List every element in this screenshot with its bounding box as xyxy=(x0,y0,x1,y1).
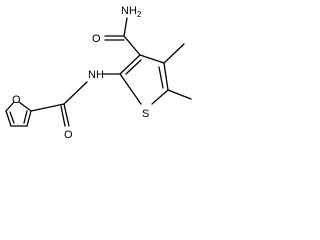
bond-carbonyl-oxygen xyxy=(63,103,70,127)
amide-oxygen-label: O xyxy=(64,129,73,141)
furan-bond-o-c2 xyxy=(18,101,32,112)
sulfur-label: S xyxy=(142,108,149,120)
thiophene-bond-c2-c3-inner xyxy=(125,59,142,75)
furan-ring: O xyxy=(5,94,32,127)
bond-carbonyl-nh xyxy=(63,81,88,105)
thiophene-ring: S xyxy=(119,54,169,120)
furan-bond-c5-o xyxy=(5,101,15,112)
furan-bond-c2-c3-inner xyxy=(23,110,28,124)
chemical-structure: O O NH S O NH2 xyxy=(5,5,192,141)
carboxamide-nh-text: NH xyxy=(121,5,137,17)
thiophene-bond-c4-c5 xyxy=(163,62,169,91)
amide-nh-label: NH xyxy=(88,69,104,81)
carboxamide-nh2-label: NH2 xyxy=(121,5,142,19)
thiophene-bond-s-c2 xyxy=(119,73,142,105)
bond-carbonyl-oxygen-double xyxy=(60,105,66,127)
carboxamide-oxygen-label: O xyxy=(92,33,101,45)
thiophene-bond-c5-s xyxy=(151,89,169,105)
thiophene-bond-c3-c4 xyxy=(139,54,165,64)
thiophene-bond-c4-c5-inner xyxy=(158,66,164,89)
furan-oxygen-label: O xyxy=(12,94,21,106)
bond-c5-methyl xyxy=(167,89,192,100)
furan-bond-c4-c5-inner xyxy=(9,111,15,124)
bond-carboxamide-nitrogen xyxy=(123,17,128,37)
furan-bond-c4-c5 xyxy=(5,110,12,127)
furan-bond-c2-c3 xyxy=(26,110,32,127)
bond-furan-carbonyl xyxy=(30,103,65,112)
bond-c4-methyl xyxy=(163,43,185,64)
carboxamide-h-count-text: 2 xyxy=(137,10,142,19)
thiophene-bond-c2-c3 xyxy=(119,54,141,75)
bond-c3-carboxamide-carbon xyxy=(123,35,141,56)
